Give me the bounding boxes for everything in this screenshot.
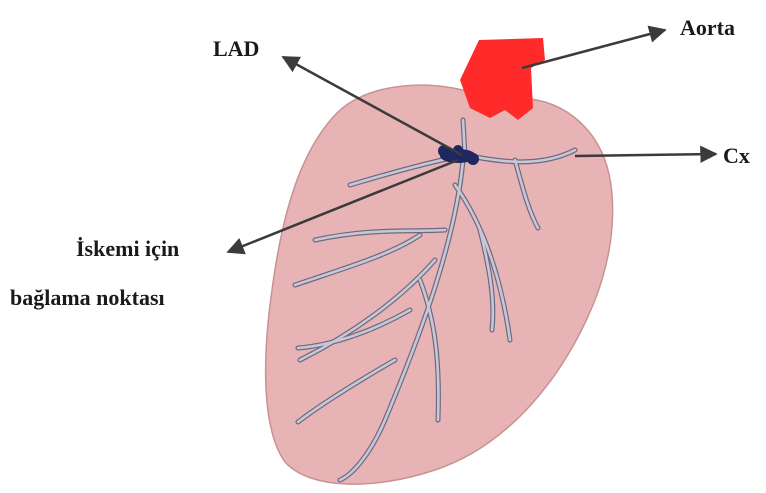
- lad-label: LAD: [213, 38, 259, 60]
- aorta-shape: [460, 38, 545, 120]
- heart-shape: [266, 85, 613, 484]
- ligation-point-label-line2: bağlama noktası: [10, 287, 165, 309]
- aorta-label: Aorta: [680, 17, 735, 39]
- ligation-point-label-line1: İskemi için: [76, 238, 179, 260]
- cx-label: Cx: [723, 145, 750, 167]
